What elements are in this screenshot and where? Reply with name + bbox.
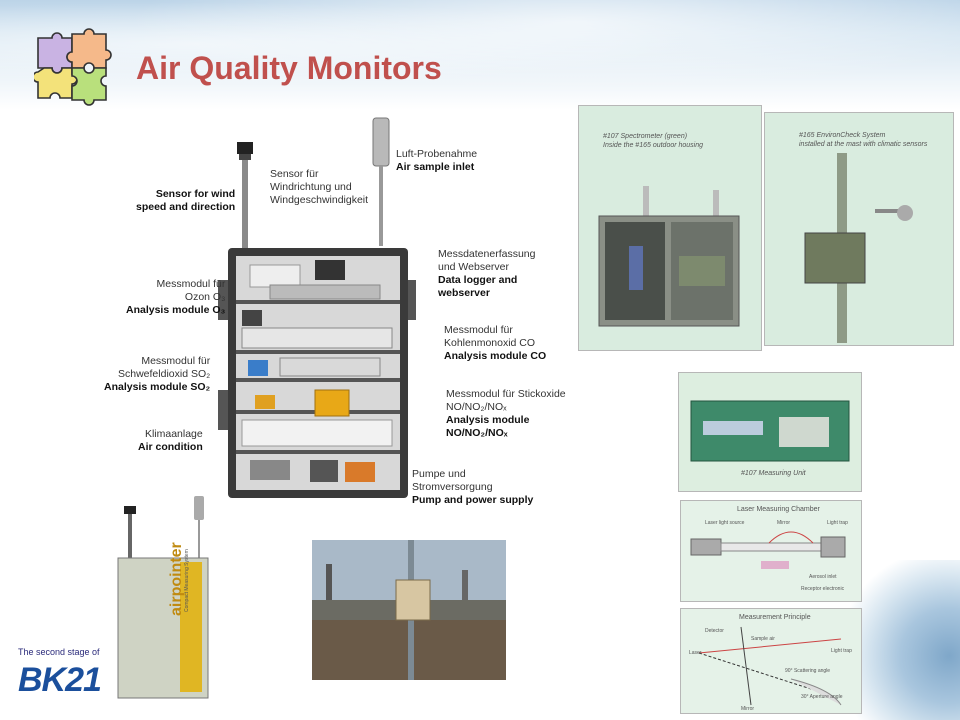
laser-chamber-drawing bbox=[690, 531, 846, 569]
label-nox: Messmodul für Stickoxide NO/NO₂/NOₓ Anal… bbox=[446, 388, 566, 439]
environcheck-drawing bbox=[804, 153, 913, 343]
photo-spectrometer: #107 Spectrometer (green) Inside the #16… bbox=[578, 105, 762, 351]
label-wind-sensor-en: Sensor for wind speed and direction bbox=[136, 188, 236, 213]
caption-principle-title: Measurement Principle bbox=[739, 614, 811, 621]
label-receptor: Receptor electronic bbox=[801, 586, 845, 592]
slide-title: Air Quality Monitors bbox=[136, 50, 442, 86]
globe-decoration bbox=[850, 560, 960, 720]
label-datalogger: Messdatenerfassung und Webserver Data lo… bbox=[438, 248, 536, 299]
label-ozone: Messmodul für Ozon O₃ Analysis module O₃ bbox=[126, 278, 226, 316]
label-wind-sensor-de: Sensor für Windrichtung und Windgeschwin… bbox=[270, 168, 369, 206]
caption-laser-chamber-title: Laser Measuring Chamber bbox=[737, 506, 820, 513]
measuring-unit-drawing bbox=[690, 400, 850, 462]
label-light-trap-2: Light trap bbox=[831, 648, 852, 654]
photo-refinery bbox=[312, 540, 506, 680]
label-detector: Detector bbox=[705, 628, 724, 634]
photo-measuring-unit: #107 Measuring Unit bbox=[678, 372, 862, 492]
principle-drawing bbox=[698, 626, 842, 706]
label-inlet: Luft-Probenahme Air sample inlet bbox=[396, 148, 478, 173]
label-scattering-angle: 90° Scattering angle bbox=[785, 668, 831, 674]
label-so2: Messmodul für Schwefeldioxid SO₂ Analysi… bbox=[104, 355, 211, 393]
puzzle-icon bbox=[34, 28, 112, 106]
label-co: Messmodul für Kohlenmonoxid CO Analysis … bbox=[444, 324, 547, 362]
bk21-logo: The second stage of BK21 bbox=[14, 645, 114, 715]
photo-environcheck: #165 EnvironCheck System installed at th… bbox=[764, 112, 954, 346]
label-laser-source: Laser light source bbox=[705, 520, 745, 526]
logo-name: BK21 bbox=[18, 661, 102, 699]
caption-environcheck: #165 EnvironCheck System installed at th… bbox=[799, 132, 928, 148]
spectrometer-drawing bbox=[598, 186, 740, 327]
label-aircon: Klimaanlage Air condition bbox=[138, 428, 203, 453]
cabinet-diagram: Sensor for wind speed and direction Sens… bbox=[100, 110, 580, 510]
diagram-laser-chamber: Laser Measuring Chamber Laser light sour… bbox=[680, 500, 862, 602]
label-pump: Pumpe und Stromversorgung Pump and power… bbox=[412, 468, 534, 506]
caption-measuring-unit: #107 Measuring Unit bbox=[741, 470, 806, 477]
label-mirror: Mirror bbox=[777, 520, 791, 526]
airpointer-subtitle: Compact Measuring System bbox=[184, 549, 190, 612]
label-light-trap: Light trap bbox=[827, 520, 848, 526]
label-aerosol-inlet: Aerosol inlet bbox=[809, 574, 837, 580]
photo-airpointer: airpointer Compact Measuring System bbox=[108, 496, 216, 700]
airpointer-drawing bbox=[117, 496, 209, 699]
label-sample-air: Sample air bbox=[751, 636, 775, 642]
label-mirror-2: Mirror bbox=[741, 706, 755, 712]
label-aperture-angle: 30° Aperture angle bbox=[801, 694, 843, 700]
label-laser: Laser bbox=[689, 650, 702, 656]
header-sky-background bbox=[0, 0, 960, 110]
refinery-drawing bbox=[312, 540, 506, 680]
logo-tagline: The second stage of bbox=[18, 647, 100, 657]
diagram-measurement-principle: Measurement Principle Detector Sample ai… bbox=[680, 608, 862, 714]
caption-spectrometer: #107 Spectrometer (green) Inside the #16… bbox=[603, 133, 704, 149]
cabinet-drawing bbox=[218, 117, 416, 498]
